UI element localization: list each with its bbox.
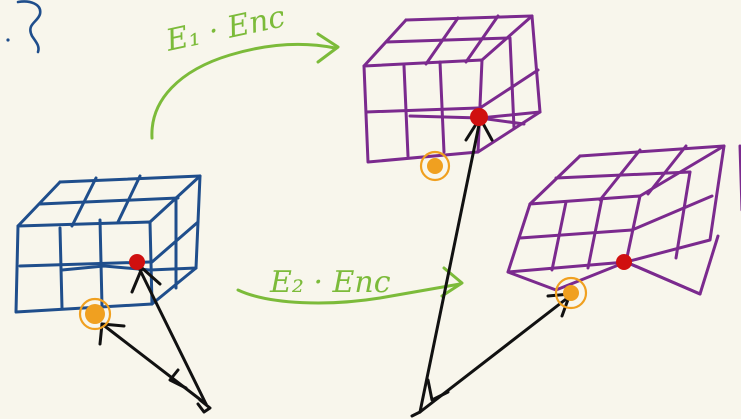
source-cube	[14, 174, 202, 314]
target-cube-1	[362, 14, 542, 164]
keypoint-orange-source	[85, 304, 105, 324]
question-mark: ?	[0, 0, 42, 54]
arrow-e2-enc: E₂ · Enc	[236, 265, 464, 305]
camera-rays	[98, 116, 572, 418]
keypoint-orange-target-1	[427, 158, 443, 174]
keypoint-red-target-1	[470, 108, 488, 126]
question-mark-text: ?	[0, 0, 1, 1]
keypoints	[78, 108, 632, 331]
keypoint-red-source	[129, 254, 145, 270]
arrow-e2-enc-label: E₂ · Enc	[269, 265, 391, 300]
arrow-e1-enc-label: E₁ · Enc	[162, 0, 288, 59]
keypoint-red-target-2	[616, 254, 632, 270]
keypoint-orange-target-2	[563, 285, 579, 301]
target-cube-2	[506, 144, 741, 296]
arrow-e1-enc: E₁ · Enc	[150, 0, 340, 140]
